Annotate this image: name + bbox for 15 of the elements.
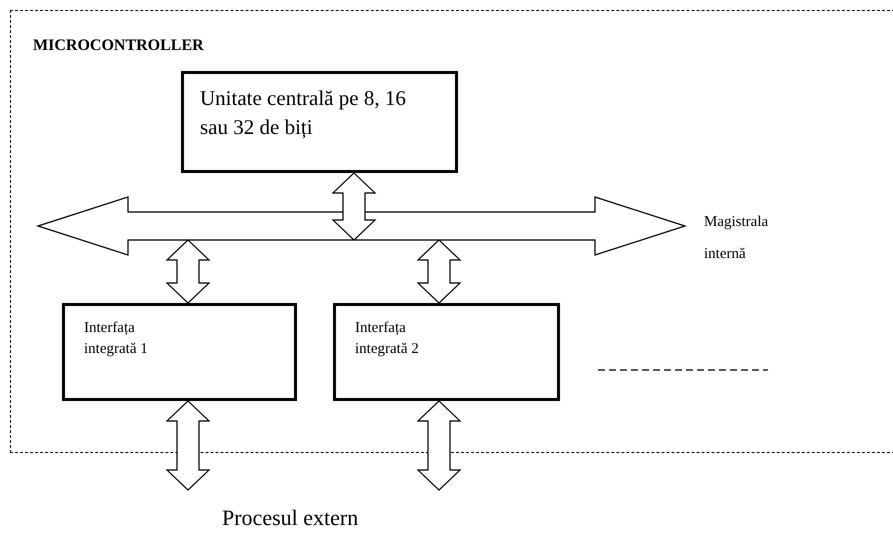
block-box: [181, 71, 458, 173]
block-label: Unitate centrală pe 8, 16 sau 32 de biți: [200, 85, 407, 141]
block-box: [62, 303, 297, 401]
double-arrow: [332, 172, 376, 241]
double-arrow: [166, 400, 210, 491]
frame-heading: MICROCONTROLLER: [33, 37, 204, 55]
double-arrow: [166, 239, 210, 304]
microcontroller-frame: [10, 10, 893, 453]
bus-label: Magistrala internă: [704, 213, 770, 264]
double-arrow: [416, 400, 462, 491]
block-label: Interfața integrată 1: [84, 319, 149, 359]
block-box: [333, 303, 560, 401]
process-label: Procesul extern: [222, 505, 358, 531]
double-arrow: [416, 239, 462, 304]
block-label: Interfața integrată 2: [355, 319, 420, 359]
